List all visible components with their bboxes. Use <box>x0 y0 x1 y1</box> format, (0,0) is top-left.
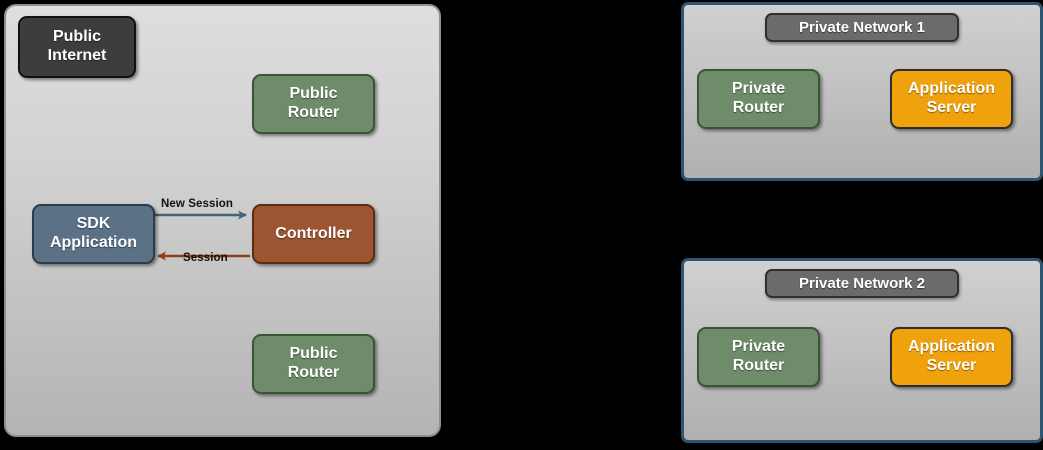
node-public-router-bottom-label: Public Router <box>287 345 340 381</box>
private-network-2-panel: Private Network 2 Private Router Applica… <box>681 258 1043 443</box>
private-network-1-title-label: Private Network 1 <box>799 19 925 36</box>
flow-label-session: Session <box>183 252 228 264</box>
node-public-internet-label: Public Internet <box>47 28 107 64</box>
private-network-1-title: Private Network 1 <box>765 13 959 42</box>
node-controller[interactable]: Controller <box>252 204 375 264</box>
node-public-router-top[interactable]: Public Router <box>252 74 375 134</box>
node-public-router-bottom[interactable]: Public Router <box>252 334 375 394</box>
node-private-router-2-label: Private Router <box>731 338 786 374</box>
node-public-router-top-label: Public Router <box>287 85 340 121</box>
node-application-server-2[interactable]: Application Server <box>890 327 1013 387</box>
node-application-server-1-label: Application Server <box>907 80 996 116</box>
node-application-server-1[interactable]: Application Server <box>890 69 1013 129</box>
flow-label-new-session: New Session <box>161 198 234 210</box>
public-zone-panel: New Session Session Public Internet Publ… <box>4 4 441 437</box>
node-sdk-application[interactable]: SDK Application <box>32 204 155 264</box>
node-sdk-application-label: SDK Application <box>49 215 138 251</box>
node-private-router-2[interactable]: Private Router <box>697 327 820 387</box>
private-network-2-title-label: Private Network 2 <box>799 275 925 292</box>
node-controller-label: Controller <box>275 224 352 242</box>
private-network-2-title: Private Network 2 <box>765 269 959 298</box>
node-public-internet[interactable]: Public Internet <box>18 16 136 78</box>
node-application-server-2-label: Application Server <box>907 338 996 374</box>
private-network-1-panel: Private Network 1 Private Router Applica… <box>681 2 1043 181</box>
node-private-router-1-label: Private Router <box>731 80 786 116</box>
node-private-router-1[interactable]: Private Router <box>697 69 820 129</box>
